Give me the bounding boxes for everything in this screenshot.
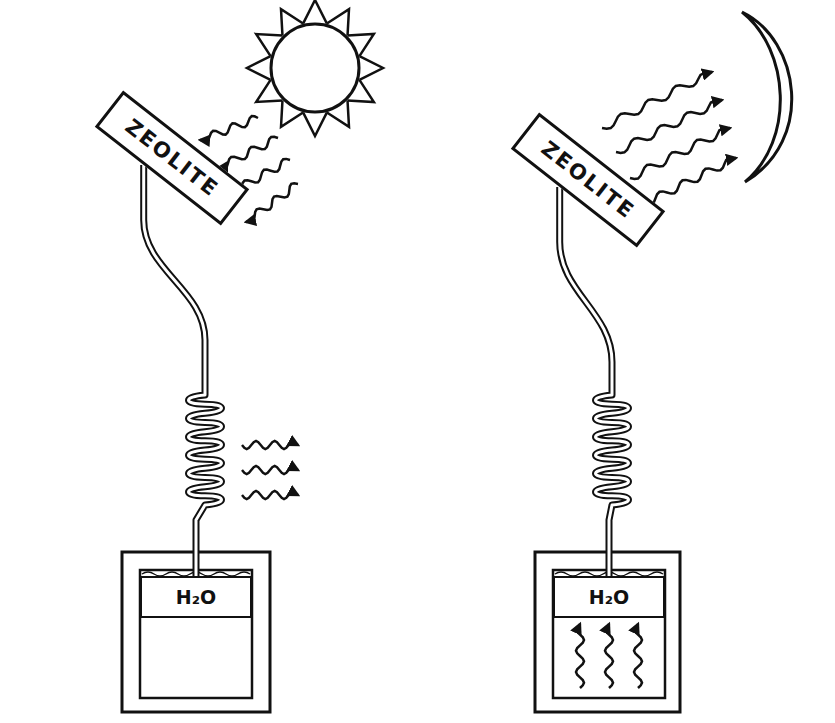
heat-arrow — [634, 624, 642, 688]
outer-box — [535, 552, 680, 712]
heat-arrow — [242, 491, 298, 499]
water-container: H₂O — [553, 576, 665, 618]
zeolite-box: ZEOLITE — [511, 113, 665, 248]
radiation-arrow — [246, 183, 298, 222]
sun-ray — [359, 56, 383, 80]
radiation-arrow — [630, 128, 730, 179]
material-label: ZEOLITE — [121, 114, 223, 201]
sun — [271, 24, 359, 112]
zeolite-box: ZEOLITE — [95, 91, 249, 226]
tube-bore — [560, 187, 629, 576]
sun-ray — [281, 9, 303, 35]
material-label: ZEOLITE — [537, 136, 639, 223]
sun-ray — [348, 80, 374, 102]
radiation-arrow — [602, 72, 712, 129]
sun-ray — [256, 80, 282, 102]
water-tank — [140, 570, 252, 698]
water-label: H₂O — [176, 586, 216, 608]
tube-connector — [560, 187, 629, 576]
radiation-arrow — [218, 137, 278, 169]
heat-arrow — [576, 624, 584, 688]
water-label: H₂O — [589, 586, 629, 608]
outer-box — [122, 552, 270, 712]
tube-outline — [560, 187, 629, 576]
water-container: H₂O — [140, 576, 252, 618]
sun-ray — [348, 34, 374, 56]
heat-arrow — [242, 466, 298, 474]
heat-arrow — [605, 624, 613, 688]
sun-ray — [327, 101, 349, 127]
tube-connector — [144, 165, 222, 576]
sun-rays — [247, 0, 383, 136]
tube-bore — [144, 165, 222, 576]
sun-ray — [281, 101, 303, 127]
sun-ray — [256, 34, 282, 56]
radiation-arrow — [616, 100, 722, 153]
heat-arrow — [242, 441, 298, 449]
sun-ray — [247, 56, 271, 80]
radiation-arrow — [644, 158, 736, 205]
sun-ray — [303, 112, 327, 136]
radiation-arrow — [200, 116, 258, 141]
moon — [742, 12, 792, 182]
water-tank — [553, 570, 665, 698]
sun-ray — [327, 9, 349, 35]
tube-outline — [144, 165, 222, 576]
sun-ray — [303, 0, 327, 24]
